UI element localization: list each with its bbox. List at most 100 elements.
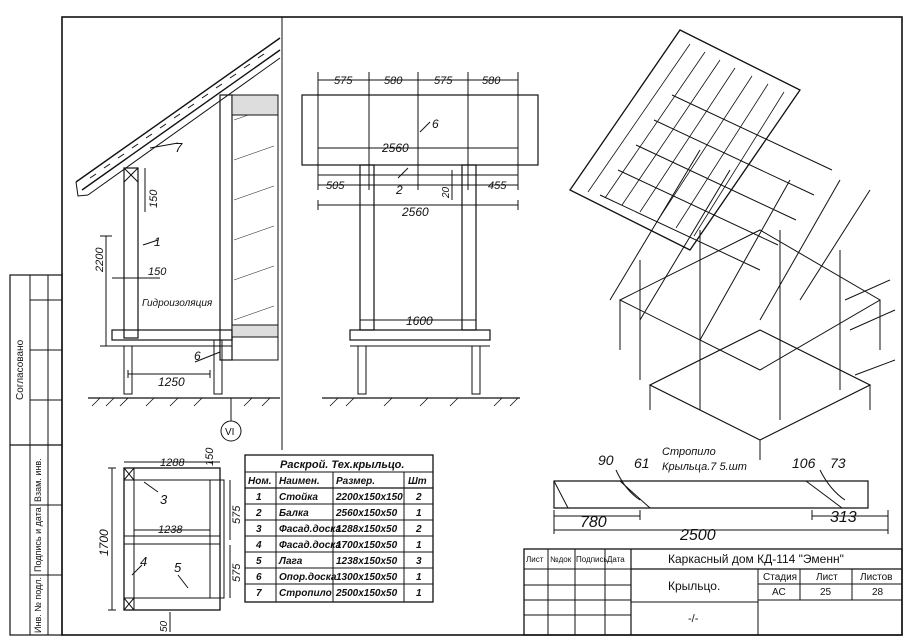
tb-sheet-label: Лист xyxy=(816,572,838,583)
rafter-dim-2500: 2500 xyxy=(679,527,716,544)
cut-table-header: Ном. xyxy=(248,476,272,487)
rafter-caption-1: Стропило xyxy=(662,446,716,458)
cut-table-cell: 2 xyxy=(255,508,262,519)
cut-table-cell: 3 xyxy=(256,524,262,535)
rafter-dim-313: 313 xyxy=(830,509,857,526)
cut-table-cell: 2 xyxy=(415,524,422,535)
cut-table-cell: Фасад.доска xyxy=(279,540,341,551)
stamp-sign-date: Подпись и дата xyxy=(33,507,43,572)
cut-table-cell: 1300x150x50 xyxy=(336,572,398,583)
tb-dash: -/- xyxy=(688,613,699,625)
tb-col-sign: Подпись xyxy=(576,555,608,564)
cut-table-cell: 1 xyxy=(416,572,422,583)
rafter-angle-106: 106 xyxy=(792,455,816,471)
side-dim-150: 150 xyxy=(148,266,167,278)
tb-stage: АС xyxy=(772,587,786,598)
side-callout-6: 6 xyxy=(194,349,201,363)
tb-col-doc: №док xyxy=(550,555,572,564)
stamp-inv-no: Инв. № подл. xyxy=(33,577,43,633)
title-block xyxy=(523,548,903,636)
cut-table-title: Раскрой. Тех.крыльцо. xyxy=(280,459,404,471)
side-dim-150-top: 150 xyxy=(148,189,160,208)
stamp-replaces: Взам. инв. xyxy=(33,458,43,502)
rafter-dim-780: 780 xyxy=(580,514,607,531)
front-view xyxy=(301,72,539,407)
cut-table-cell: Фасад.доска xyxy=(279,524,341,535)
cut-table-cell: Опор.доска xyxy=(279,572,337,583)
front-dim-2560-a: 2560 xyxy=(381,141,409,155)
plan-view xyxy=(108,461,231,632)
plan-dim-1238: 1238 xyxy=(158,524,183,536)
front-dim-top-4: 580 xyxy=(482,75,501,87)
tb-sheets-label: Листов xyxy=(860,572,893,583)
cut-table-cell: Лага xyxy=(278,556,303,567)
cut-table-cell: 3 xyxy=(416,556,422,567)
front-dim-1600: 1600 xyxy=(406,314,433,328)
plan-dim-1700: 1700 xyxy=(97,529,111,556)
cut-table-cell: 2200x150x150 xyxy=(335,492,403,503)
cut-table-cell: 7 xyxy=(256,588,262,599)
sheet-frame xyxy=(61,16,903,636)
cut-table-cell: 4 xyxy=(255,540,262,551)
cut-table-header: Размер. xyxy=(336,476,375,487)
stamp-approved: Согласовано xyxy=(15,339,26,400)
cut-table-cell: 1 xyxy=(416,508,422,519)
front-dim-top-2: 580 xyxy=(384,75,403,87)
cut-table-header: Наимен. xyxy=(279,476,320,487)
cut-table-cell: Балка xyxy=(279,508,309,519)
tb-stage-label: Стадия xyxy=(763,572,797,583)
cut-table-cell: 1 xyxy=(416,588,422,599)
rafter-angle-73: 73 xyxy=(830,455,846,471)
isometric-frame-view xyxy=(569,29,896,460)
front-dim-20: 20 xyxy=(441,186,452,199)
front-dim-505: 505 xyxy=(326,180,345,192)
plan-dim-575-a: 575 xyxy=(231,505,243,524)
tb-drawing-name: Крыльцо. xyxy=(668,579,720,593)
rafter-angle-61: 61 xyxy=(634,455,650,471)
side-waterproofing-label: Гидроизоляция xyxy=(142,298,213,309)
front-dim-top-1: 575 xyxy=(334,75,353,87)
side-dim-2200: 2200 xyxy=(94,247,106,273)
plan-dim-1288: 1288 xyxy=(160,457,185,469)
cut-table-cell: 1 xyxy=(256,492,262,503)
side-callout-7: 7 xyxy=(175,140,183,155)
cut-table-cell: Стропило xyxy=(279,588,332,599)
plan-dim-575-b: 575 xyxy=(231,563,243,582)
cut-table-cell: 1238x150x50 xyxy=(336,556,398,567)
front-dim-455: 455 xyxy=(488,180,507,192)
front-callout-6: 6 xyxy=(432,117,439,131)
cut-table xyxy=(244,454,434,603)
tb-sheet: 25 xyxy=(820,587,832,598)
front-dim-top-3: 575 xyxy=(434,75,453,87)
rafter-caption-2: Крыльца.7 5.шт xyxy=(662,461,747,473)
tb-col-date: Дата xyxy=(607,555,625,564)
plan-callout-3: 3 xyxy=(160,492,168,507)
cut-table-cell: 2 xyxy=(415,492,422,503)
tb-col-sheet: Лист xyxy=(526,555,544,564)
cut-table-cell: 5 xyxy=(256,556,262,567)
tb-project: Каркасный дом КД-114 "Эменн" xyxy=(668,552,844,566)
front-dim-2560-b: 2560 xyxy=(401,205,429,219)
side-dim-1250: 1250 xyxy=(158,375,185,389)
rafter-angle-90-a: 90 xyxy=(598,452,614,468)
cut-table-cell: 1 xyxy=(416,540,422,551)
cut-table-cell: 6 xyxy=(256,572,262,583)
cut-table-cell: Стойка xyxy=(279,492,318,503)
cut-table-cells: Ном. Наимен. Размер. Шт 1 Стойка 2200x150x150 2… xyxy=(248,476,427,599)
plan-dim-150: 150 xyxy=(204,447,216,466)
cut-table-header: Шт xyxy=(408,476,427,487)
tb-sheets: 28 xyxy=(872,587,884,598)
plan-dim-50: 50 xyxy=(159,620,170,632)
plan-callout-4: 4 xyxy=(140,554,147,569)
side-stamp: Согласовано Инв. № подл. Подпись и дата … xyxy=(9,274,63,636)
cut-table-cell: 1288x150x50 xyxy=(336,524,398,535)
front-callout-2: 2 xyxy=(395,183,403,197)
cut-table-cell: 1700x150x50 xyxy=(336,540,398,551)
plan-callout-5: 5 xyxy=(174,560,182,575)
cut-table-cell: 2500x150x50 xyxy=(335,588,398,599)
side-view xyxy=(75,37,281,442)
side-callout-1: 1 xyxy=(154,235,161,249)
cut-table-cell: 2560x150x50 xyxy=(335,508,398,519)
side-axis-mark: VI xyxy=(225,427,234,438)
